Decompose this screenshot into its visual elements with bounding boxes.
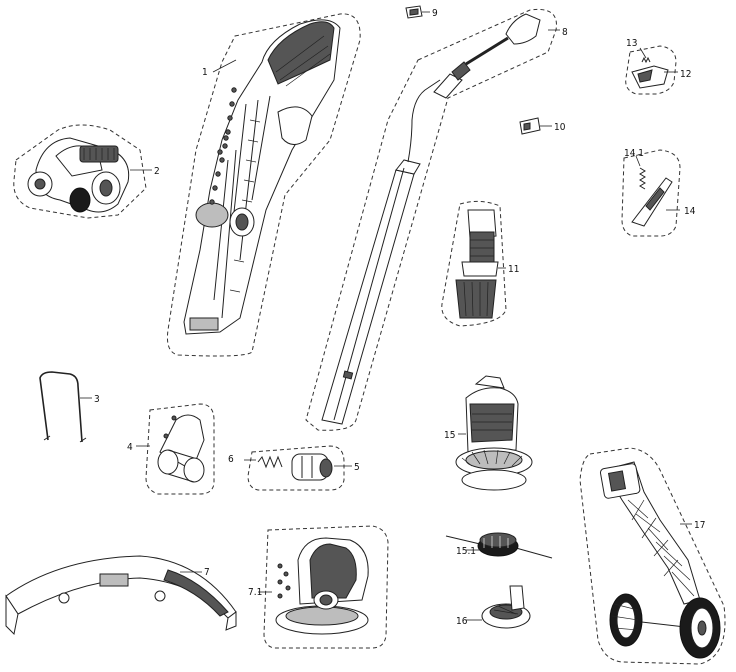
label-2: 2 — [154, 166, 160, 177]
label-17: 9 — [432, 8, 438, 19]
part-17-clip[interactable]: 9 — [405, 5, 438, 19]
label-15-1: 14.1 — [624, 148, 644, 159]
part-9-spool[interactable]: 15.1 — [445, 532, 553, 559]
part-6-motor-housing[interactable]: 7.1 — [248, 525, 389, 649]
label-11: 11 — [508, 264, 519, 275]
part-14-latch[interactable]: 12 — [625, 45, 692, 95]
part-7-lock-button[interactable]: 5 — [247, 445, 360, 491]
part-10-motor[interactable]: 15 — [444, 375, 533, 491]
label-9: 15.1 — [456, 546, 476, 557]
part-7-1-spring[interactable]: 6 — [228, 454, 283, 469]
part-4-guard-bracket[interactable]: 4 — [127, 403, 215, 495]
label-7: 5 — [354, 462, 360, 473]
label-6: 7.1 — [248, 587, 262, 598]
label-15: 14 — [684, 206, 696, 217]
part-15-1-spring[interactable]: 14.1 — [624, 148, 646, 190]
part-1-handle-housing[interactable]: 1 — [167, 13, 361, 357]
label-16: 17 — [694, 520, 705, 531]
label-1: 1 — [202, 67, 208, 78]
label-7-1: 6 — [228, 454, 234, 465]
label-5: 7 — [204, 567, 210, 578]
part-16-wheel-assembly[interactable]: 17 — [579, 447, 726, 665]
label-3: 3 — [94, 394, 100, 405]
part-14-1-spring[interactable]: 13 — [626, 38, 651, 64]
label-14: 12 — [680, 69, 691, 80]
part-15-lever[interactable]: 14 — [621, 149, 696, 237]
label-8: 16 — [456, 616, 468, 627]
part-11-shaft-coupler[interactable]: 11 — [441, 200, 520, 327]
part-12-switch[interactable]: 10 — [519, 117, 566, 135]
label-4: 4 — [127, 442, 133, 453]
part-2-front-handle[interactable]: 2 — [13, 124, 160, 219]
part-5-guard[interactable]: 7 — [5, 555, 237, 636]
part-8-spool-cap[interactable]: 16 — [456, 585, 531, 629]
label-14-1: 13 — [626, 38, 637, 49]
label-10: 15 — [444, 430, 455, 441]
part-3-wire-guard[interactable]: 3 — [39, 371, 100, 443]
label-13: 8 — [562, 27, 568, 38]
label-12: 10 — [554, 122, 566, 133]
part-13-shaft-tube[interactable]: 8 — [305, 8, 568, 431]
